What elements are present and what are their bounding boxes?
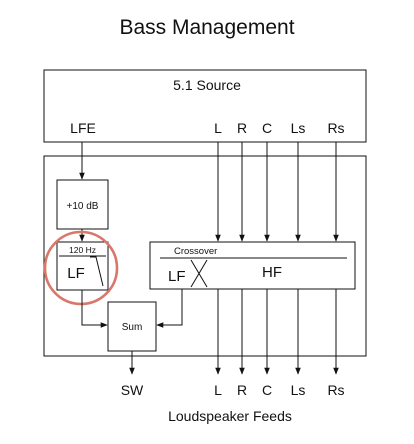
output-sw-label: SW (121, 382, 144, 398)
loudspeaker-feeds-label: Loudspeaker Feeds (168, 408, 292, 424)
crossover-slope-up-icon (190, 259, 208, 288)
sum-label: Sum (122, 322, 143, 333)
output-channel-rs: Rs (327, 382, 344, 398)
source-box (43, 69, 367, 143)
highlight-circle (43, 230, 119, 306)
source-label: 5.1 Source (173, 77, 241, 93)
source-channel-c: C (262, 120, 272, 136)
crossover-hf-label: HF (262, 264, 282, 281)
source-channel-ls: Ls (291, 120, 306, 136)
lowpass-to-sum-arrow (81, 290, 108, 328)
crossover-lf-label: LF (168, 268, 186, 285)
gain-label: +10 dB (67, 201, 99, 212)
crossover-lf-to-sum-arrow (156, 289, 183, 328)
diagram-title: Bass Management (119, 16, 294, 39)
crossover-label: Crossover (174, 246, 217, 257)
source-lfe-label: LFE (70, 120, 96, 136)
output-channel-l: L (214, 382, 222, 398)
lowpass-band-label: LF (67, 265, 85, 282)
output-channel-ls: Ls (291, 382, 306, 398)
source-channel-r: R (237, 120, 247, 136)
source-channel-l: L (214, 120, 222, 136)
processing-box (43, 155, 367, 357)
lowpass-freq-label: 120 Hz (69, 245, 96, 255)
source-channel-rs: Rs (327, 120, 344, 136)
lowpass-filter-icon (90, 256, 104, 287)
crossover-box (149, 241, 356, 290)
output-channel-c: C (262, 382, 272, 398)
output-channel-r: R (237, 382, 247, 398)
channel-flow-lines (215, 142, 339, 375)
